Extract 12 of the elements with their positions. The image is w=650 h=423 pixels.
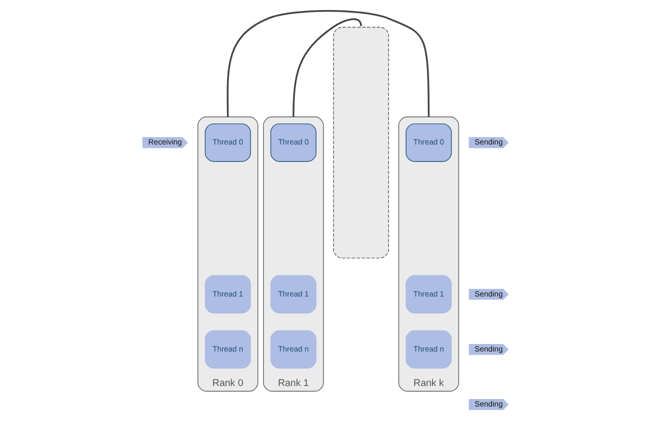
node-box: Thread n (204, 330, 250, 369)
node-box: Thread 1 (270, 275, 316, 314)
node-box: Thread 0 (204, 123, 250, 162)
node-box: Thread 0 (405, 123, 452, 162)
node-box: Thread 1 (405, 275, 452, 314)
node-box (332, 26, 388, 258)
node-box: Thread 1 (204, 275, 250, 314)
connector (292, 18, 362, 117)
node-box: Thread n (270, 330, 316, 369)
connector (226, 10, 430, 117)
node-box: Thread 0 (270, 123, 316, 162)
node-box: Thread n (405, 330, 452, 369)
